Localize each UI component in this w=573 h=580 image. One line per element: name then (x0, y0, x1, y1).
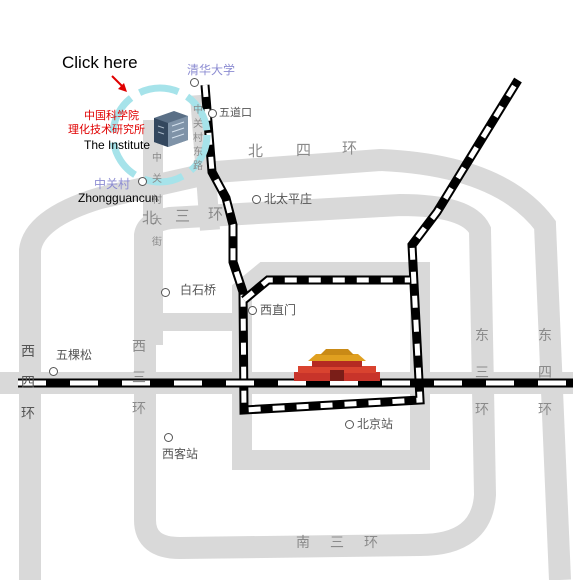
station-dot-wudaokou[interactable] (208, 109, 217, 118)
station-label-beitaipingzhuang[interactable]: 北太平庄 (264, 192, 313, 206)
rail-line-13-west-dash (202, 78, 521, 413)
station-label-wukesong[interactable]: 五棵松 (56, 348, 93, 362)
station-dot-xikezhan[interactable] (164, 433, 173, 442)
road-label-north-3rd-ring-1: 北 (142, 209, 158, 227)
station-dot-zhongguancun[interactable] (138, 177, 147, 186)
rail-lines (18, 77, 573, 415)
institute-building-icon[interactable] (154, 111, 188, 147)
station-label-xizhimen[interactable]: 西直门 (260, 303, 297, 317)
road-label-east-3rd-ring: 东三环 (475, 328, 489, 418)
station-label-wudaokou[interactable]: 五道口 (219, 106, 252, 119)
station-label-tsinghua[interactable]: 清华大学 (187, 63, 236, 77)
road-label-north-4th-ring-3: 环 (342, 139, 358, 157)
station-label-zhongguancun-en[interactable]: Zhongguancun (78, 191, 159, 205)
station-dot-beijingzhan[interactable] (345, 420, 354, 429)
station-label-baishiqiao[interactable]: 白石桥 (180, 283, 217, 297)
road-label-zgc-street: 中关村大街 (152, 153, 162, 248)
road-label-north-4th-ring-1: 北 (248, 142, 264, 160)
road-label-east-4th-ring: 东四环 (538, 328, 552, 418)
station-dot-wukesong[interactable] (49, 367, 58, 376)
station-label-zhongguancun[interactable]: 中关村 (94, 177, 131, 191)
institute-name-line2[interactable]: 理化技术研究所 (68, 123, 145, 136)
highlight-circle[interactable] (109, 84, 211, 186)
road-label-north-4th-ring-2: 四 (296, 141, 312, 159)
station-dot-tsinghua[interactable] (190, 78, 199, 87)
road-label-south-3rd-ring-3: 环 (364, 535, 378, 551)
rail-line-2 (241, 275, 410, 304)
station-label-xikezhan[interactable]: 西客站 (162, 447, 199, 461)
rail-line-2-dash (242, 277, 410, 302)
road-fourth-ring (19, 148, 571, 580)
road-label-north-3rd-ring-2: 三 (175, 207, 191, 225)
red-arrow-icon (111, 75, 127, 92)
road-label-south-3rd-ring-2: 三 (330, 535, 344, 551)
click-here-label[interactable]: Click here (62, 53, 138, 72)
station-label-beijingzhan[interactable]: 北京站 (357, 417, 394, 431)
station-dot-beitaipingzhuang[interactable] (252, 195, 261, 204)
road-label-west-4th-ring: 西四环 (21, 344, 35, 422)
station-dot-xizhimen[interactable] (248, 306, 257, 315)
institute-name-line1[interactable]: 中国科学院 (84, 109, 139, 122)
institute-name-en[interactable]: The Institute (84, 138, 151, 152)
tiananmen-gate-icon[interactable] (294, 349, 380, 381)
road-label-north-3rd-ring-3: 环 (208, 205, 224, 223)
station-dot-baishiqiao[interactable] (161, 288, 170, 297)
road-label-zgc-east-road: 中关村东路 (193, 105, 203, 172)
road-label-west-3rd-ring: 西三环 (132, 339, 146, 417)
road-label-south-3rd-ring-1: 南 (296, 535, 310, 551)
